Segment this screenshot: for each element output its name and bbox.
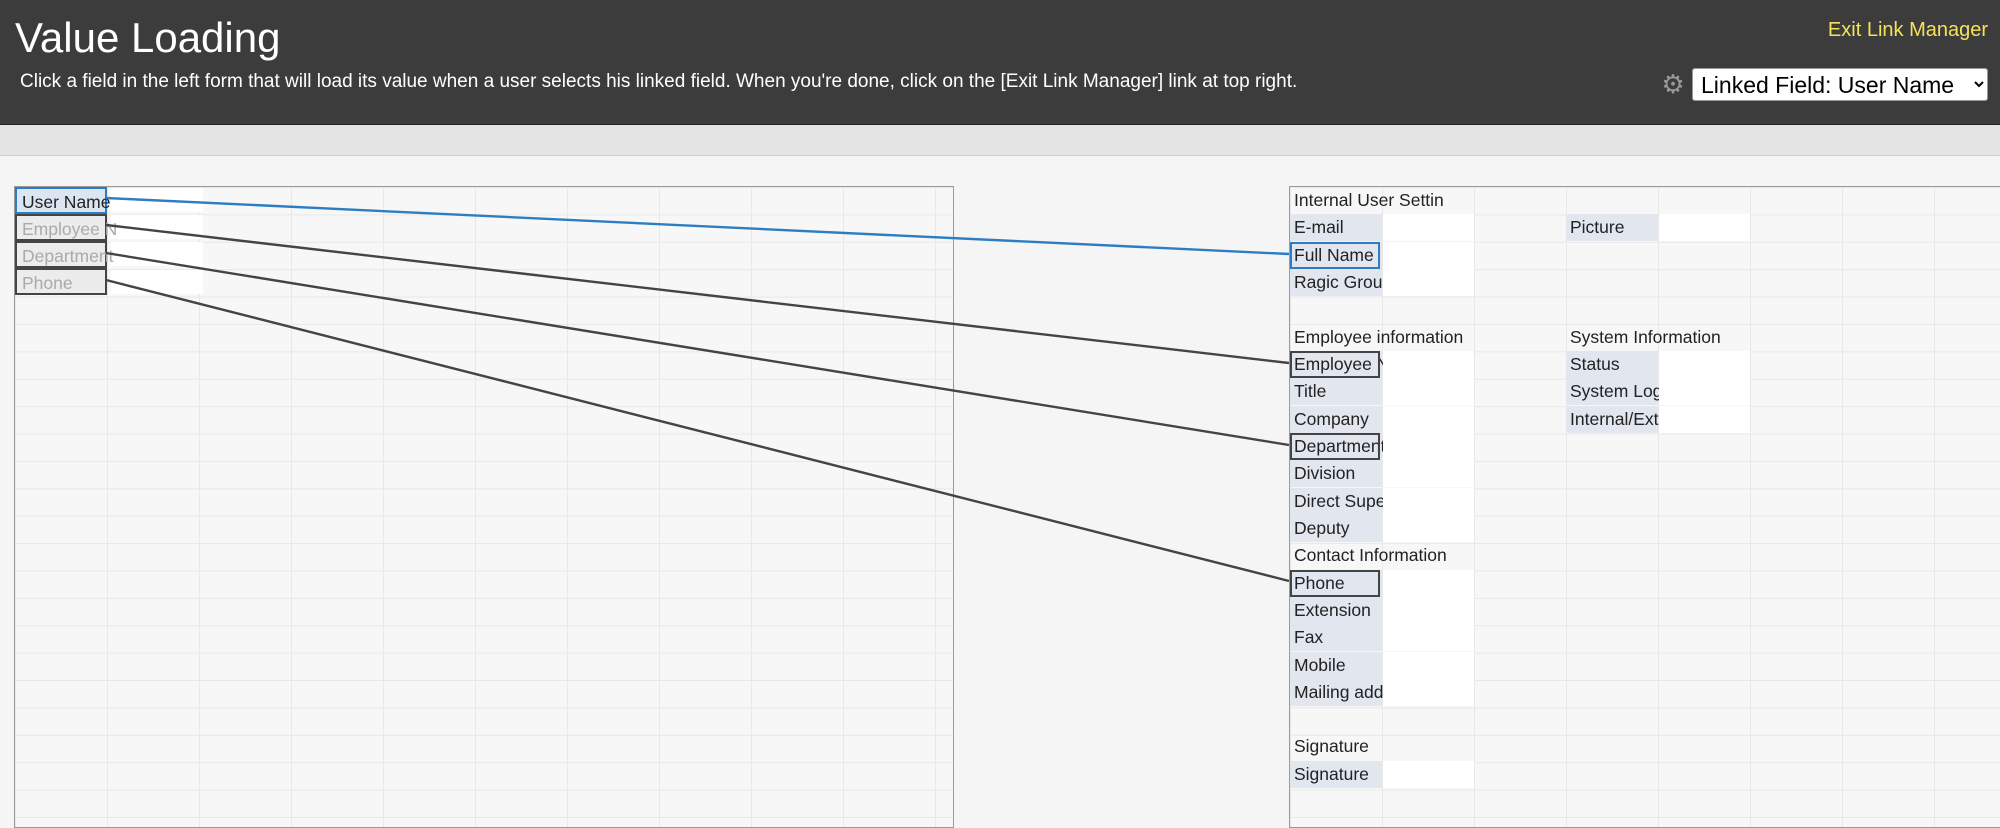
section-heading-contact: Contact Information [1294,545,1447,565]
field-value [1383,597,1474,624]
field-value [1383,269,1474,296]
field-value [1659,214,1750,241]
field-label-mobile[interactable]: Mobile [1290,652,1382,679]
field-value [1383,570,1474,597]
field-value [1659,378,1750,405]
linked-highlight-employee-number [1290,351,1380,378]
field-value [1659,406,1750,433]
field-label-mailing-address[interactable]: Mailing address [1290,679,1417,706]
field-value [1383,679,1474,706]
exit-link-manager-link[interactable]: Exit Link Manager [1827,19,1988,41]
field-label-title[interactable]: Title [1290,378,1382,405]
left-form: User Name Employee N Department Phone [14,186,954,828]
field-label-internal-external[interactable]: Internal/External [1566,406,1697,433]
linked-highlight-full-name [1290,242,1380,269]
linked-highlight-department [1290,433,1380,460]
field-value [1383,460,1474,487]
field-label-status[interactable]: Status [1566,351,1658,378]
left-field-employee-number[interactable]: Employee N [15,214,117,241]
field-value [1383,214,1474,241]
left-field-department[interactable]: Department [15,241,113,268]
left-field-user-name[interactable]: User Name [15,187,111,214]
field-label-full-name[interactable]: Full Name [1290,242,1382,269]
field-value [1383,242,1474,269]
field-label-direct-supervisor[interactable]: Direct Supervisor [1290,488,1428,515]
field-value [1383,378,1474,405]
top-bar: Value Loading Click a field in the left … [0,0,2000,125]
field-value [1383,624,1474,651]
field-value [111,242,203,266]
right-form: Internal User Settin E-mail Full Name Ra… [1289,186,2000,828]
field-label-division[interactable]: Division [1290,460,1382,487]
section-heading-system: System Information [1570,327,1721,347]
field-value [111,270,203,294]
section-heading-signature: Signature [1294,736,1369,756]
left-field-phone[interactable]: Phone [15,268,107,295]
field-value [1383,761,1474,788]
gear-icon[interactable]: ⚙ [1661,69,1685,99]
field-label-department[interactable]: Department [1290,433,1385,460]
field-label-extension[interactable]: Extension [1290,597,1382,624]
section-heading-internal: Internal User Settin [1294,190,1444,210]
field-label-deputy[interactable]: Deputy [1290,515,1382,542]
field-value [1383,351,1474,378]
field-value [1383,406,1474,433]
field-label-phone[interactable]: Phone [1290,570,1382,597]
page-title: Value Loading [15,14,281,61]
section-heading-employee: Employee information [1294,327,1464,347]
field-value [1383,488,1474,515]
field-label-signature[interactable]: Signature [1290,761,1382,788]
field-label-fax[interactable]: Fax [1290,624,1382,651]
field-value [111,215,203,239]
field-label-picture[interactable]: Picture [1566,214,1658,241]
field-value [1659,351,1750,378]
field-value [111,188,203,212]
toolbar-strip [0,125,2000,156]
linked-field-select[interactable]: Linked Field: User Name [1692,68,1988,101]
field-value [1383,652,1474,679]
field-label-email[interactable]: E-mail [1290,214,1382,241]
field-label-company[interactable]: Company [1290,406,1382,433]
instruction-text: Click a field in the left form that will… [20,71,1298,92]
linked-highlight-phone [1290,570,1380,597]
field-label-ragic-groups[interactable]: Ragic Groups [1290,269,1401,296]
field-value [1383,515,1474,542]
field-value [1383,433,1474,460]
field-label-system-log[interactable]: System Log [1566,378,1662,405]
